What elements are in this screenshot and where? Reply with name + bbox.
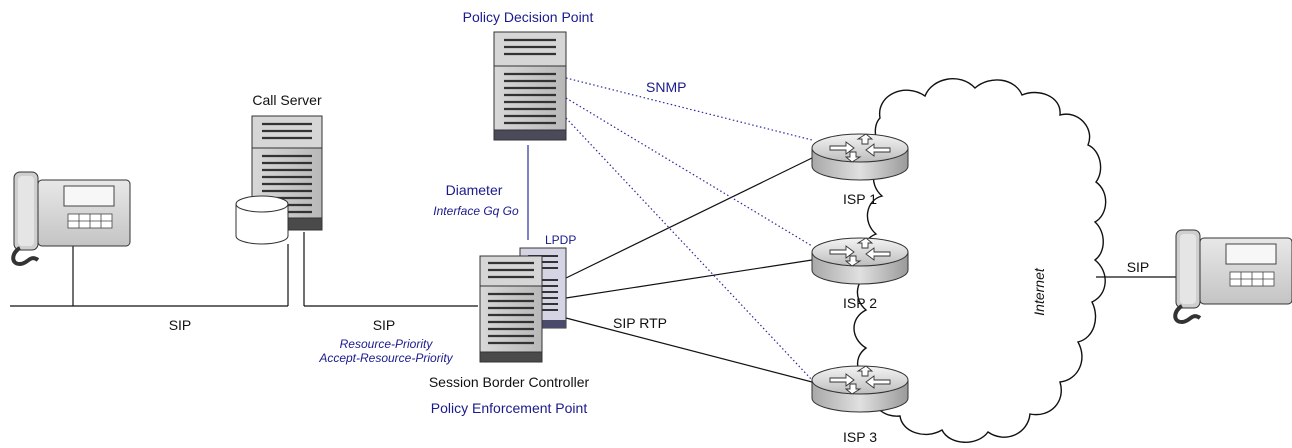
sip-rtp-label: SIP RTP <box>613 315 667 331</box>
pdp-label: Policy Decision Point <box>463 9 594 25</box>
accept-resource-priority-label: Accept-Resource-Priority <box>318 351 453 365</box>
sip-left-label: SIP <box>169 317 192 333</box>
resource-priority-label: Resource-Priority <box>340 337 434 351</box>
session-border-controller: LPDP Session Border Controller Policy En… <box>429 233 590 416</box>
snmp-label: SNMP <box>646 79 686 95</box>
sbc-label: Session Border Controller <box>429 374 590 390</box>
database-icon <box>235 195 289 245</box>
lpdp-label: LPDP <box>545 233 576 247</box>
isp3-label: ISP 3 <box>843 429 877 445</box>
router-icon <box>811 237 909 285</box>
pep-label: Policy Enforcement Point <box>431 400 588 416</box>
call-server: Call Server <box>235 92 323 245</box>
snmp-isp2-line <box>565 97 813 247</box>
isp2-label: ISP 2 <box>843 295 877 311</box>
sip-mid-label: SIP <box>373 317 396 333</box>
isp1-label: ISP 1 <box>843 191 877 207</box>
snmp-isp1-line <box>565 77 813 141</box>
router-icon <box>811 365 909 413</box>
interface-label: Interface Gq Go <box>433 204 519 218</box>
policy-decision-point: Policy Decision Point <box>463 9 594 141</box>
snmp-isp3-line <box>565 117 813 381</box>
connections <box>10 77 1190 383</box>
diameter-label: Diameter <box>446 182 503 198</box>
router-icon <box>811 133 909 181</box>
server-tower-icon <box>493 31 567 141</box>
desk-phone-icon <box>1173 229 1292 325</box>
sbc-isp1-line <box>565 157 813 279</box>
call-server-label: Call Server <box>252 92 322 108</box>
sip-right-label: SIP <box>1127 259 1150 275</box>
internet-label: Internet <box>1031 267 1047 316</box>
sbc-isp3-line <box>565 317 813 383</box>
server-tower-icon <box>479 255 543 363</box>
sbc-isp2-line <box>565 259 813 299</box>
desk-phone-icon <box>11 171 131 267</box>
